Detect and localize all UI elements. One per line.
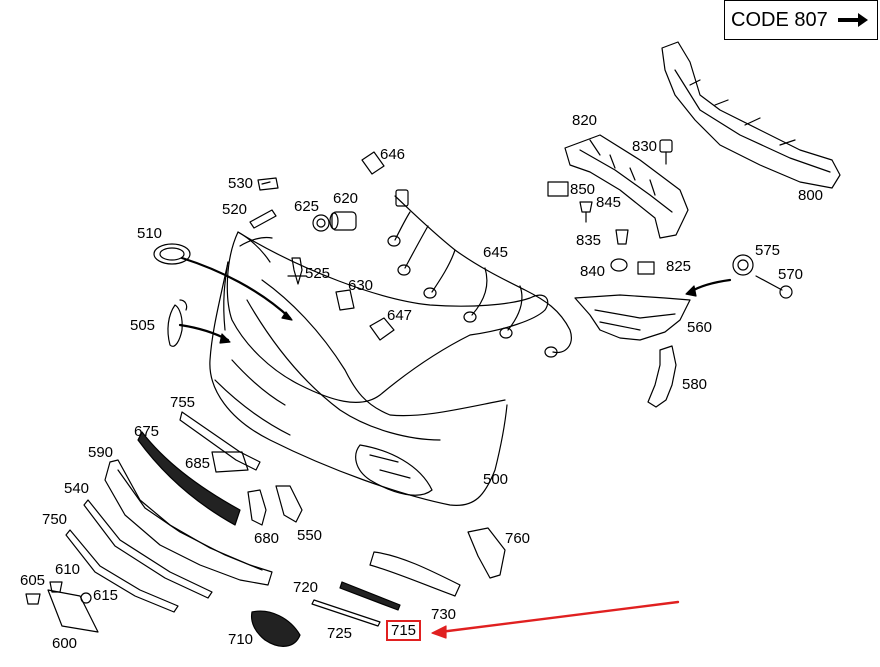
label-825: 825 <box>666 258 692 275</box>
label-580: 580 <box>682 376 708 393</box>
label-630: 630 <box>348 277 374 294</box>
strips-720-725 <box>311 581 401 627</box>
part-685 <box>211 451 249 473</box>
fasteners <box>547 139 673 275</box>
label-560: 560 <box>687 319 713 336</box>
code-label: CODE 807 <box>731 8 828 31</box>
label-800: 800 <box>798 187 824 204</box>
brackets-small <box>335 151 395 341</box>
label-850: 850 <box>570 181 596 198</box>
label-646: 646 <box>380 146 406 163</box>
right-arrow-icon <box>837 13 868 27</box>
label-505: 505 <box>130 317 156 334</box>
label-570: 570 <box>778 266 804 283</box>
lower-trim-730 <box>369 551 461 597</box>
label-840: 840 <box>580 263 606 280</box>
label-615: 615 <box>93 587 119 604</box>
label-720: 720 <box>293 579 319 596</box>
part-760 <box>467 527 506 579</box>
label-715-highlighted: 715 <box>386 620 422 641</box>
bumper-cover <box>209 231 549 507</box>
label-590: 590 <box>88 444 114 461</box>
label-610: 610 <box>55 561 81 578</box>
callout-arrow <box>431 600 680 639</box>
side-bracket-560 <box>574 278 732 341</box>
label-760: 760 <box>505 530 531 547</box>
lower-frame-590 <box>104 459 273 586</box>
grille-675 <box>137 431 241 526</box>
upper-bracket-820 <box>564 134 689 239</box>
clip-parts <box>239 177 307 285</box>
label-500: 500 <box>483 471 509 488</box>
label-730: 730 <box>431 606 457 623</box>
label-750: 750 <box>42 511 68 528</box>
label-830: 830 <box>632 138 658 155</box>
sensors <box>312 211 357 232</box>
part-505 <box>167 299 231 347</box>
label-820: 820 <box>572 112 598 129</box>
label-835: 835 <box>576 232 602 249</box>
grommet-bolt <box>732 254 793 299</box>
label-520: 520 <box>222 201 248 218</box>
part-710 <box>250 610 301 647</box>
label-725: 725 <box>327 625 353 642</box>
label-625: 625 <box>294 198 320 215</box>
label-575: 575 <box>755 242 781 259</box>
badge-cap <box>153 243 293 321</box>
strip-750 <box>65 529 179 613</box>
label-680: 680 <box>254 530 280 547</box>
label-710: 710 <box>228 631 254 648</box>
label-647: 647 <box>387 307 413 324</box>
brackets-680-550 <box>247 485 303 526</box>
label-550: 550 <box>297 527 323 544</box>
strip-540 <box>83 499 213 599</box>
label-525: 525 <box>305 265 331 282</box>
label-510: 510 <box>137 225 163 242</box>
code-box: CODE 807 <box>724 0 878 40</box>
wiring-harness <box>387 189 572 358</box>
label-645: 645 <box>483 244 509 261</box>
part-580 <box>647 345 677 408</box>
label-845: 845 <box>596 194 622 211</box>
label-685: 685 <box>185 455 211 472</box>
impact-absorber-800 <box>661 41 841 189</box>
label-675: 675 <box>134 423 160 440</box>
label-620: 620 <box>333 190 359 207</box>
label-605: 605 <box>20 572 46 589</box>
label-755: 755 <box>170 394 196 411</box>
label-530: 530 <box>228 175 254 192</box>
label-600: 600 <box>52 635 78 652</box>
license-holder <box>25 581 99 633</box>
label-540: 540 <box>64 480 90 497</box>
